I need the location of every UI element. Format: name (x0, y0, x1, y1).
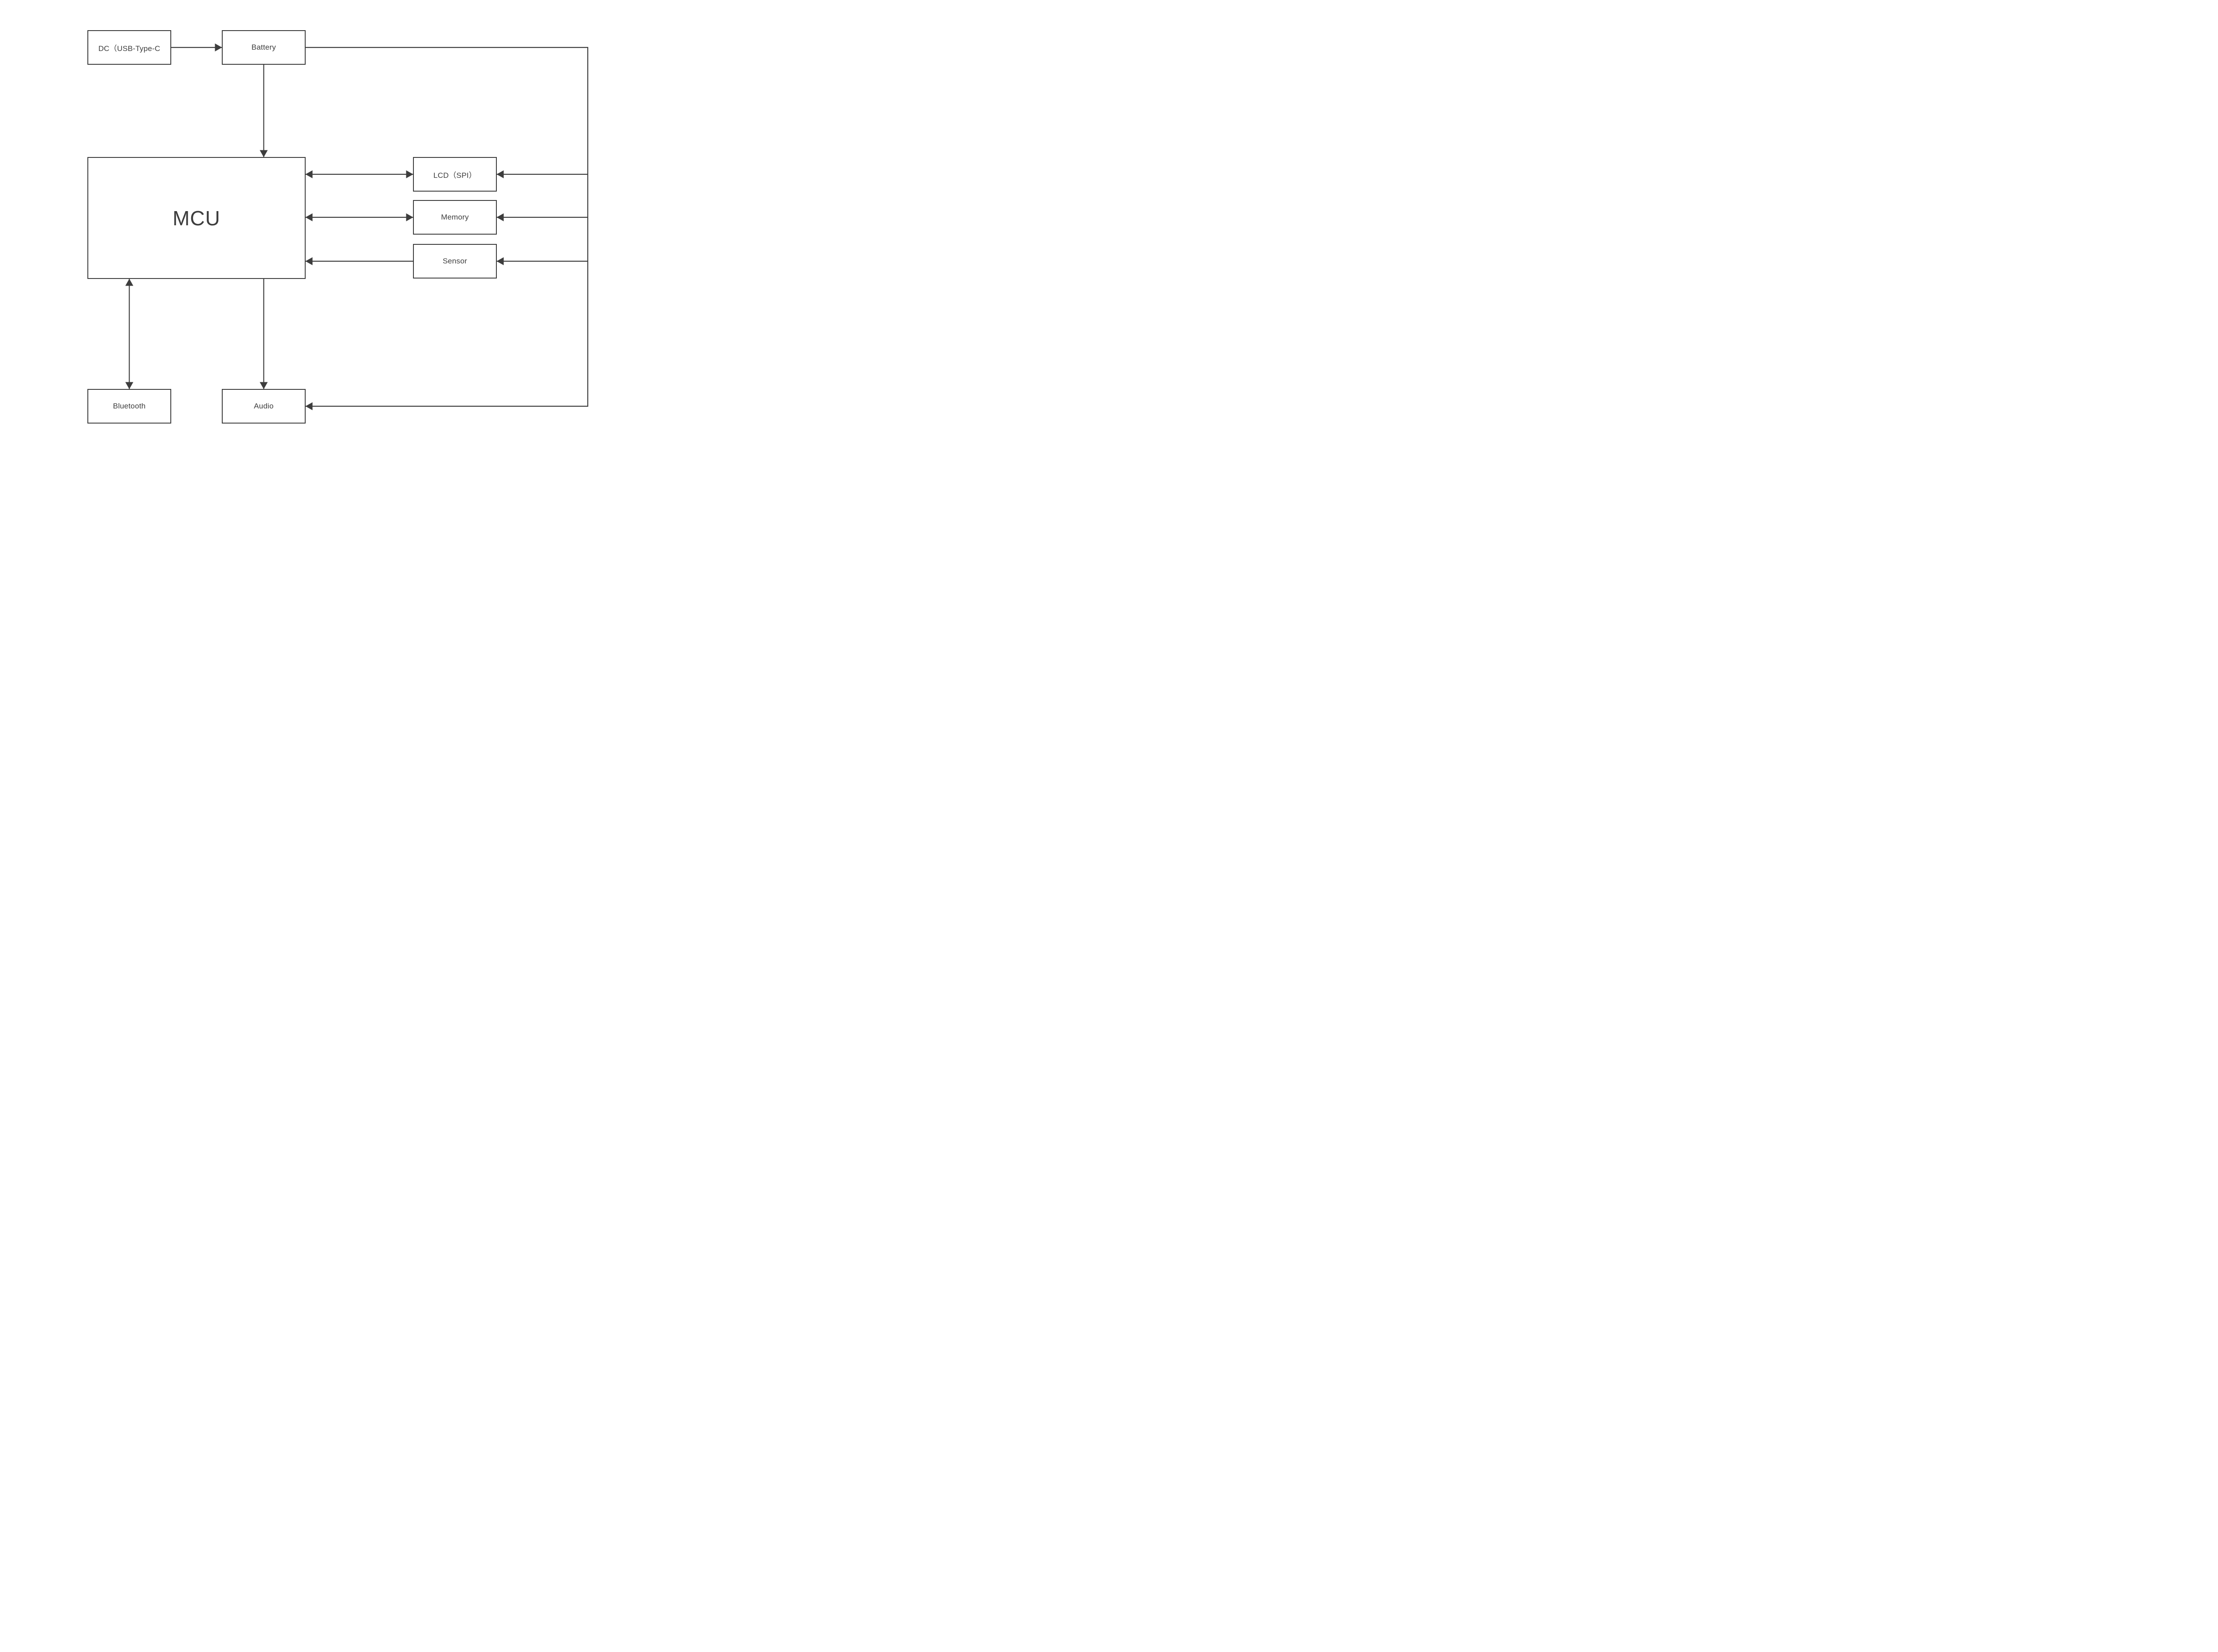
node-memory: Memory (413, 200, 497, 235)
node-bluetooth: Bluetooth (87, 389, 171, 424)
node-memory-label: Memory (441, 213, 469, 221)
node-dc-usb-type-c: DC（USB-Type-C (87, 30, 171, 65)
node-mcu-label: MCU (173, 206, 220, 230)
node-bluetooth-label: Bluetooth (113, 402, 146, 410)
node-battery-label: Battery (251, 43, 276, 51)
node-audio: Audio (222, 389, 306, 424)
node-lcd-spi: LCD（SPI） (413, 157, 497, 192)
node-lcd-label: LCD（SPI） (433, 171, 476, 180)
node-sensor-label: Sensor (442, 257, 468, 265)
node-audio-label: Audio (254, 402, 274, 410)
edge-power-rail-to-audio (305, 47, 589, 410)
node-sensor: Sensor (413, 244, 497, 279)
node-dc-label: DC（USB-Type-C (98, 44, 161, 53)
diagram-canvas: DC（USB-Type-C Battery MCU LCD（SPI） Memor… (0, 0, 665, 495)
connector-layer (125, 43, 589, 410)
node-battery: Battery (222, 30, 306, 65)
node-mcu: MCU (87, 157, 306, 279)
